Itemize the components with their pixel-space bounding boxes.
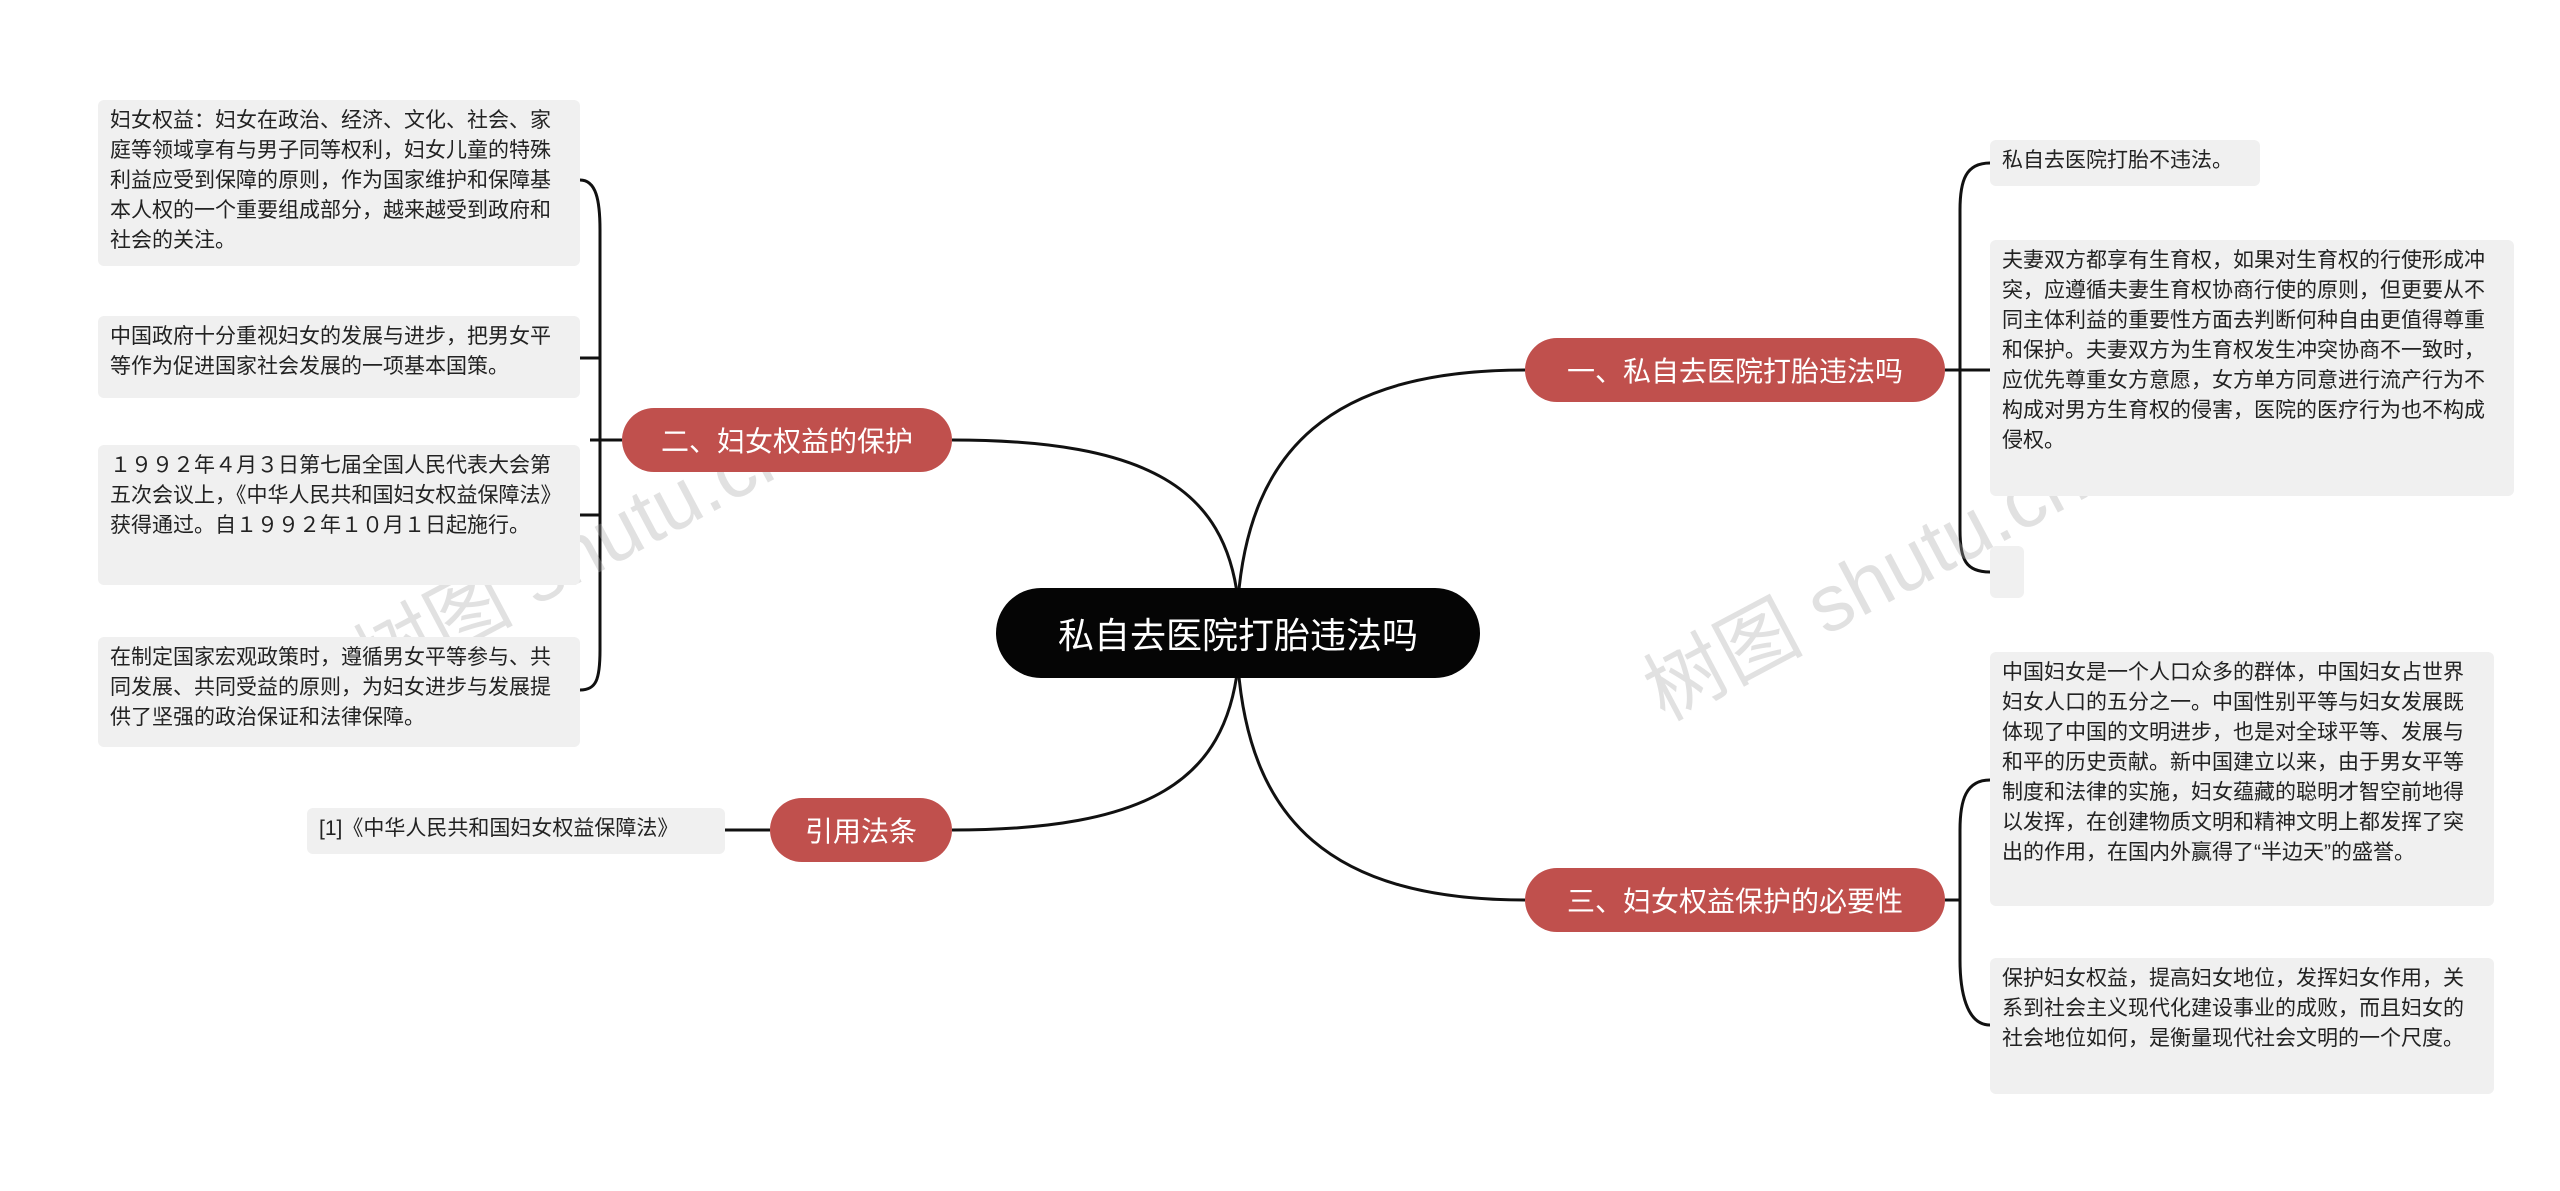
- leaf-reproductive-rights[interactable]: 夫妻双方都享有生育权，如果对生育权的行使形成冲突，应遵循夫妻生育权协商行使的原则…: [1990, 240, 2514, 496]
- leaf-government-policy[interactable]: 中国政府十分重视妇女的发展与进步，把男女平等作为促进国家社会发展的一项基本国策。: [98, 316, 580, 398]
- link-root-b1: [1236, 368, 1526, 601]
- leaf-empty[interactable]: [1990, 546, 2024, 598]
- leaf-law-citation[interactable]: [1]《中华人民共和国妇女权益保障法》: [307, 808, 725, 854]
- link-b3-leaf2: [1958, 900, 1991, 1027]
- link-b1-leaf3: [1958, 370, 1991, 574]
- leaf-women-rights-definition[interactable]: 妇女权益：妇女在政治、经济、文化、社会、家庭等领域享有与男子同等权利，妇女儿童的…: [98, 100, 580, 266]
- root-topic[interactable]: 私自去医院打胎违法吗: [996, 588, 1480, 678]
- link-root-b3: [1236, 665, 1526, 902]
- leaf-law-passed[interactable]: １９９２年４月３日第七届全国人民代表大会第五次会议上，《中华人民共和国妇女权益保…: [98, 445, 580, 585]
- link-root-b2: [951, 438, 1240, 601]
- link-root-b4: [951, 665, 1240, 832]
- branch-women-rights-protection[interactable]: 二、妇女权益的保护: [622, 408, 952, 472]
- branch-illegal-abortion[interactable]: 一、私自去医院打胎违法吗: [1525, 338, 1945, 402]
- branch-necessity[interactable]: 三、妇女权益保护的必要性: [1525, 868, 1945, 932]
- leaf-protect-rights[interactable]: 保护妇女权益，提高妇女地位，发挥妇女作用，关系到社会主义现代化建设事业的成败，而…: [1990, 958, 2494, 1094]
- link-b2-leaf1: [579, 178, 602, 692]
- leaf-macro-policy[interactable]: 在制定国家宏观政策时，遵循男女平等参与、共同发展、共同受益的原则，为妇女进步与发…: [98, 637, 580, 747]
- link-b1-leaf1: [1958, 161, 1991, 370]
- link-b3-leaf1: [1958, 778, 1991, 900]
- branch-cited-law[interactable]: 引用法条: [770, 798, 952, 862]
- leaf-chinese-women[interactable]: 中国妇女是一个人口众多的群体，中国妇女占世界妇女人口的五分之一。中国性别平等与妇…: [1990, 652, 2494, 906]
- leaf-not-illegal[interactable]: 私自去医院打胎不违法。: [1990, 140, 2260, 186]
